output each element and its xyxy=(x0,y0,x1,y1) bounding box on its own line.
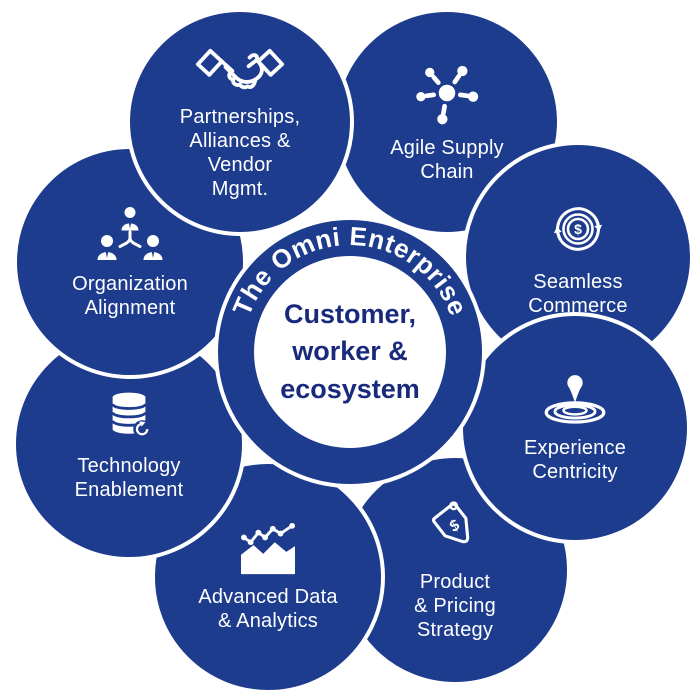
svg-text:$: $ xyxy=(574,221,582,237)
price-tag-icon: $ xyxy=(424,499,486,561)
label-line: Partnerships, xyxy=(179,105,301,128)
label-line: Centricity xyxy=(532,460,618,483)
label-line: Alignment xyxy=(84,296,176,319)
label-line: Advanced Data xyxy=(198,585,338,608)
dollar-cycle-icon: $ xyxy=(546,197,610,261)
center-label: Customer, worker & ecosystem xyxy=(254,256,446,448)
label-line: Commerce xyxy=(528,294,628,317)
database-sync-icon xyxy=(99,387,159,445)
center-hub: The Omni Enterprise Customer, worker & e… xyxy=(214,216,486,488)
label-line: Vendor xyxy=(207,153,273,176)
center-line: worker & xyxy=(292,336,408,367)
label-line: Experience xyxy=(523,436,627,459)
label-line: Strategy xyxy=(416,618,494,641)
ripple-drop-icon xyxy=(529,373,621,427)
label-line: Technology xyxy=(77,454,181,477)
node-label: Advanced Data& Analytics xyxy=(198,585,337,633)
network-hub-icon xyxy=(414,61,480,127)
label-line: Chain xyxy=(420,160,474,183)
label-line: Enablement xyxy=(74,478,184,501)
org-chart-icon xyxy=(90,205,170,263)
label-line: Agile Supply xyxy=(390,136,504,159)
center-line: Customer, xyxy=(283,299,417,330)
label-line: & Pricing xyxy=(414,594,496,617)
center-line: ecosystem xyxy=(280,373,420,404)
label-line: & Analytics xyxy=(217,609,318,632)
svg-text:$: $ xyxy=(445,516,463,536)
label-line: Organization xyxy=(72,272,188,295)
analytics-chart-icon xyxy=(233,522,303,576)
handshake-icon xyxy=(194,44,286,96)
label-line: Product xyxy=(419,570,491,593)
label-line: Seamless xyxy=(533,270,623,293)
label-line: Mgmt. xyxy=(211,177,269,200)
label-line: Alliances & xyxy=(189,129,291,152)
